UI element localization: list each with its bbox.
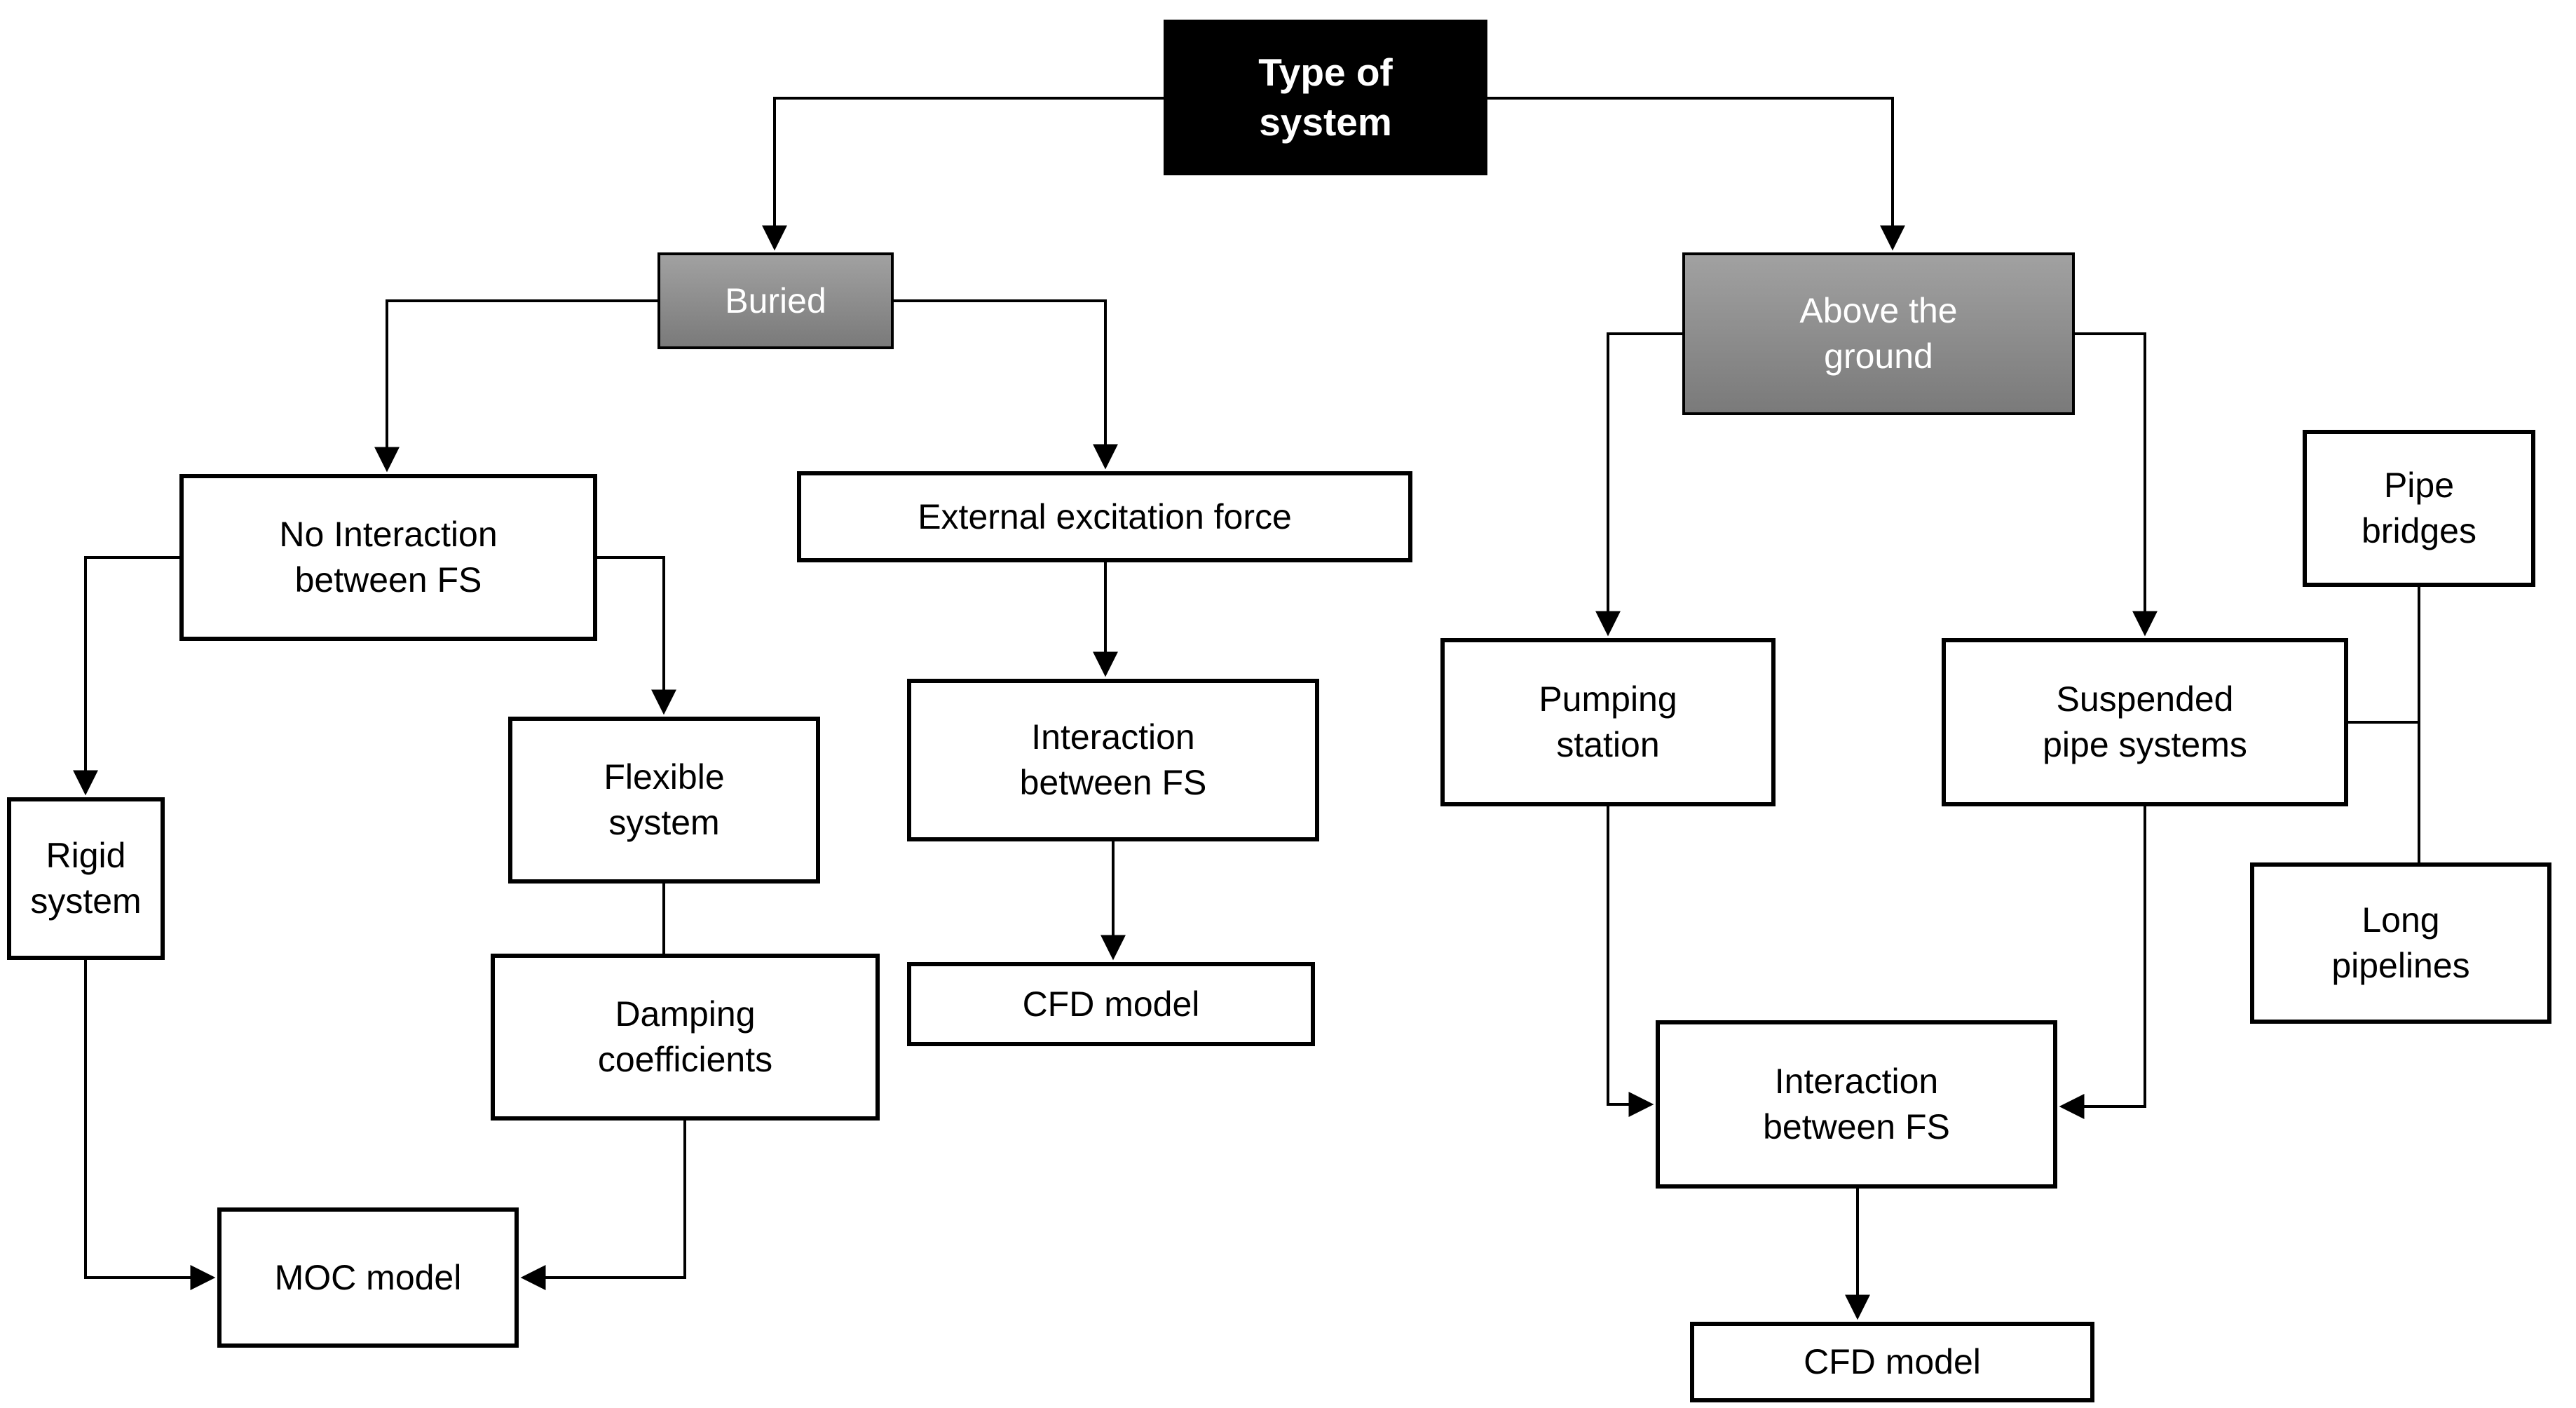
node-pumping-station: Pumping station [1440, 638, 1776, 806]
edge-aboveground-suspended [2075, 332, 2158, 637]
edge-buried-nointeraction [374, 299, 657, 473]
node-external-excitation-force: External excitation force [797, 471, 1412, 562]
edge-nointeraction-rigid [73, 556, 179, 796]
node-long-pipelines: Long pipelines [2250, 862, 2551, 1024]
node-flexible-system: Flexible system [508, 717, 820, 884]
node-rigid-system: Rigid system [7, 797, 165, 960]
node-cfd-model-above: CFD model [1690, 1322, 2094, 1402]
edge-buried-externalforce [894, 299, 1118, 470]
edge-typeofsystem-buried [762, 97, 1164, 251]
node-buried: Buried [657, 252, 894, 349]
node-cfd-model-buried: CFD model [907, 962, 1315, 1046]
edge-damping-mocmodel [520, 1121, 686, 1290]
node-damping-coefficients: Damping coefficients [491, 954, 880, 1121]
node-type-of-system: Type of system [1164, 20, 1487, 175]
node-no-interaction-between-fs: No Interaction between FS [179, 474, 597, 641]
edge-rigid-mocmodel [84, 960, 216, 1290]
node-interaction-between-fs-above: Interaction between FS [1656, 1020, 2057, 1189]
edge-suspended-interaction [2059, 806, 2146, 1119]
edge-aboveground-pumping [1595, 332, 1682, 637]
node-interaction-between-fs-buried: Interaction between FS [907, 679, 1319, 841]
node-moc-model: MOC model [217, 1207, 519, 1348]
node-above-the-ground: Above the ground [1682, 252, 2075, 415]
edge-nointeraction-flexible [597, 556, 676, 715]
node-suspended-pipe-systems: Suspended pipe systems [1942, 638, 2348, 806]
edge-typeofsystem-aboveground [1487, 97, 1905, 251]
edge-pumping-interaction [1607, 806, 1654, 1117]
node-pipe-bridges: Pipe bridges [2303, 430, 2535, 587]
